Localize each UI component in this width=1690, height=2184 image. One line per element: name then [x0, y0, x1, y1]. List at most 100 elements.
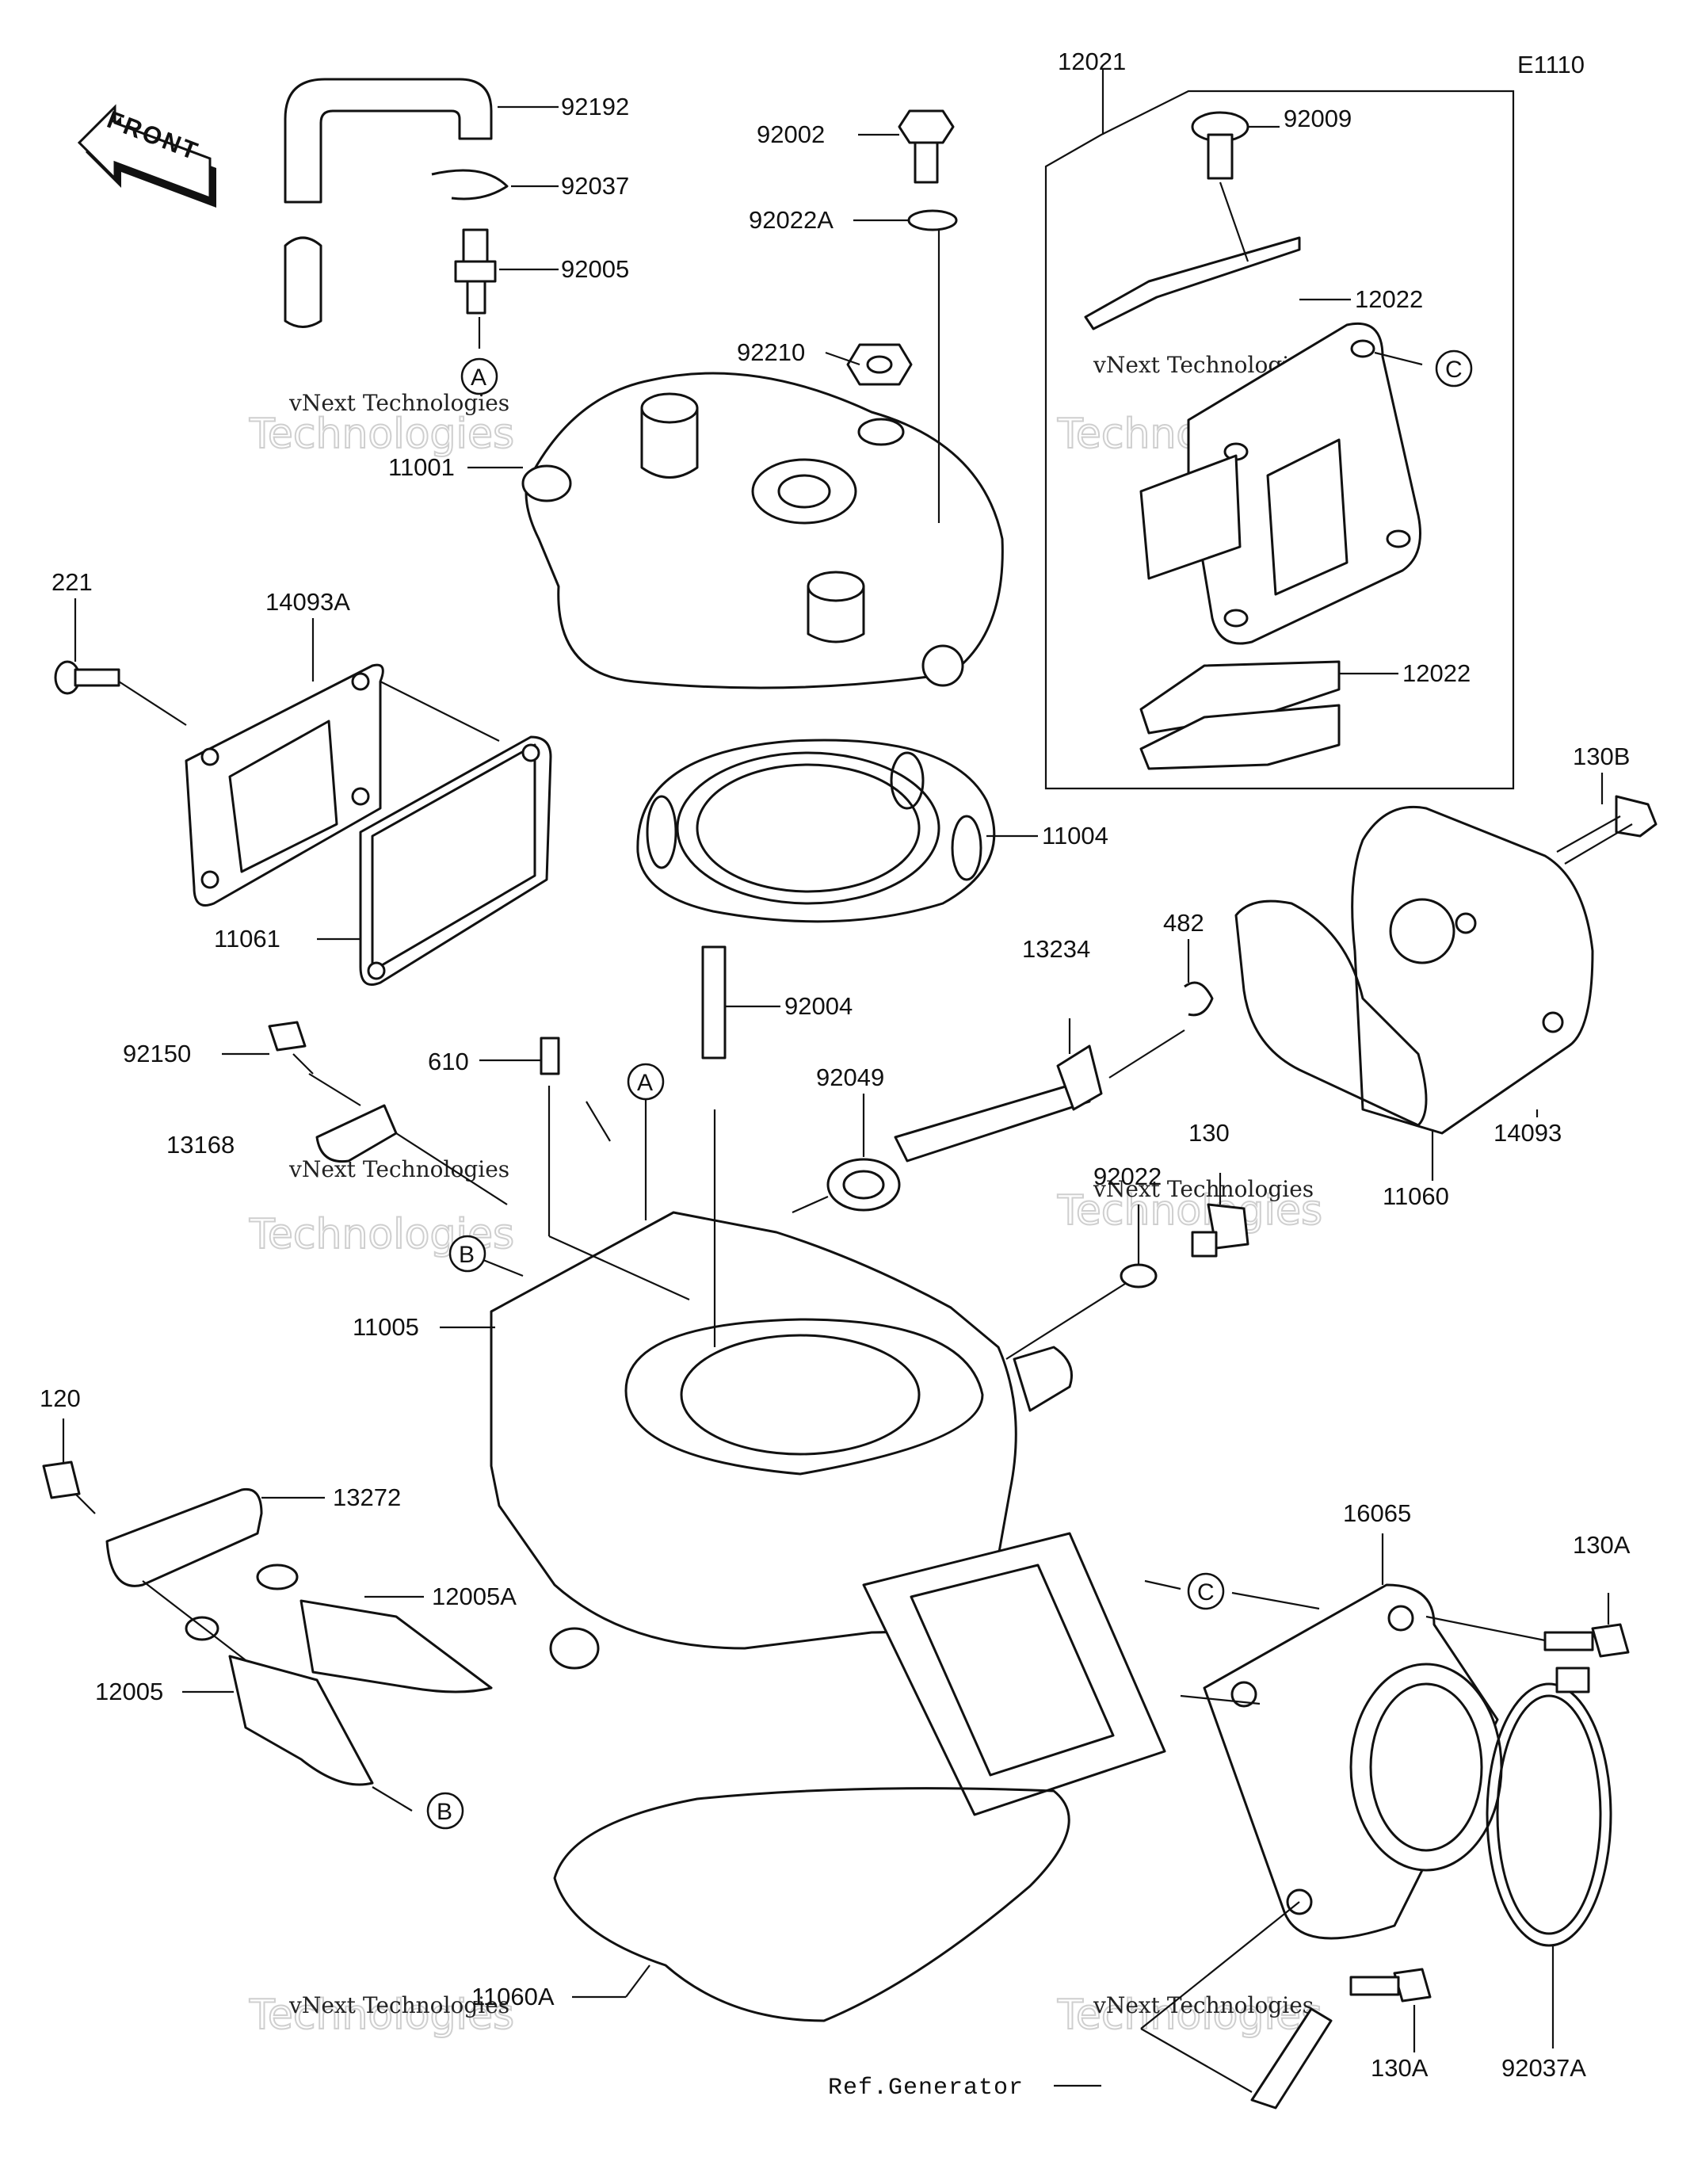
generator-part: [1250, 2007, 1333, 2110]
label-11004: 11004: [1042, 822, 1108, 850]
screw-92009: [1191, 111, 1249, 180]
label-92009: 92009: [1284, 105, 1352, 132]
shaft-13234: [894, 1044, 1103, 1163]
screw-120: [42, 1460, 96, 1514]
label-11060A: 11060A: [471, 1983, 555, 2010]
svg-text:C: C: [1445, 357, 1463, 383]
bolt-130B: [1556, 795, 1658, 865]
seal-92049: [826, 1158, 901, 1212]
washer-92022: [1120, 1263, 1158, 1289]
reed-12022-top: [1084, 236, 1301, 330]
nut-92210: [846, 343, 913, 386]
label-11001: 11001: [388, 453, 455, 481]
label-ref-generator: Ref.Generator: [828, 2075, 1024, 2102]
reed-12022-bottom: [1139, 660, 1341, 770]
label-13272: 13272: [333, 1483, 401, 1511]
washer-92022A: [907, 209, 958, 231]
label-92004: 92004: [784, 992, 853, 1020]
label-120: 120: [40, 1384, 81, 1412]
label-130: 130: [1188, 1119, 1230, 1147]
lever-13168: [315, 1104, 398, 1163]
svg-text:C: C: [1197, 1579, 1215, 1606]
gasket-11061: [359, 735, 552, 986]
hose-92192: [284, 78, 493, 328]
screw-221: [54, 660, 120, 695]
watermark-group: Technologies vNext Technologies Technolo…: [248, 352, 1323, 2040]
cover-14093: [1351, 805, 1594, 1135]
label-92005: 92005: [561, 255, 629, 283]
label-130A-top: 130A: [1573, 1531, 1631, 1559]
fitting-92005: [454, 228, 497, 315]
leader-lines: [62, 70, 1610, 2093]
stud-92004: [701, 945, 727, 1060]
label-92210: 92210: [737, 338, 805, 366]
ref-marker-c-mid: C: [1187, 1572, 1225, 1610]
watermark-small: vNext Technologies: [1093, 1992, 1314, 2018]
bolt-130A-top: [1543, 1623, 1630, 1658]
label-11060: 11060: [1383, 1182, 1449, 1210]
plate-13272: [105, 1487, 263, 1587]
label-12022-top: 12022: [1355, 285, 1423, 313]
bolt-130A-bottom: [1349, 1968, 1432, 2003]
watermark-big: Technologies: [1057, 1991, 1322, 2039]
label-12022-bottom: 12022: [1402, 659, 1471, 687]
label-92002: 92002: [757, 120, 825, 148]
watermark-small: vNext Technologies: [288, 1992, 509, 2018]
watermark-big: Technologies: [249, 1991, 514, 2039]
label-221: 221: [52, 568, 93, 596]
screw-92150: [268, 1021, 314, 1075]
label-92049: 92049: [816, 1063, 884, 1091]
label-16065: 16065: [1343, 1499, 1411, 1527]
gasket-11060: [1234, 899, 1428, 1127]
ref-marker-c-top: C: [1435, 349, 1473, 388]
kit-outline: [1044, 90, 1515, 790]
label-11005: 11005: [353, 1313, 419, 1341]
label-12021: 12021: [1058, 48, 1126, 75]
clamp-92037A: [1486, 1667, 1612, 1947]
svg-text:B: B: [437, 1799, 452, 1825]
label-14093A: 14093A: [265, 588, 350, 616]
label-12005: 12005: [95, 1678, 163, 1705]
cover-14093A: [185, 663, 384, 907]
label-12005A: 12005A: [432, 1583, 517, 1610]
label-92037A: 92037A: [1501, 2054, 1586, 2082]
head-gasket-11004: [636, 739, 996, 923]
label-92192: 92192: [561, 93, 629, 120]
valve-12005: [185, 1616, 374, 1786]
bolt-130: [1191, 1203, 1249, 1258]
label-11061: 11061: [214, 925, 280, 953]
valve-12005A: [256, 1564, 493, 1693]
intake-16065: [1203, 1583, 1503, 1940]
label-13234: 13234: [1022, 935, 1090, 963]
label-610: 610: [428, 1048, 469, 1075]
diagram-code: E1110: [1517, 51, 1585, 78]
label-92150: 92150: [123, 1040, 191, 1067]
label-130A-bottom: 130A: [1371, 2054, 1429, 2082]
watermark-big: Technologies: [249, 410, 514, 458]
label-14093: 14093: [1494, 1119, 1562, 1147]
label-13168: 13168: [166, 1131, 235, 1159]
svg-text:A: A: [471, 365, 486, 391]
label-482: 482: [1163, 909, 1204, 937]
label-92022: 92022: [1093, 1163, 1162, 1190]
clip-482: [1184, 981, 1214, 1017]
svg-text:B: B: [459, 1242, 475, 1268]
watermark-small: vNext Technologies: [288, 390, 509, 416]
bolt-92002: [898, 109, 955, 184]
ref-marker-b-bottom: B: [426, 1792, 464, 1830]
reed-block-12021: [1139, 322, 1421, 645]
watermark-big: Technologies: [1057, 1187, 1322, 1235]
label-130B: 130B: [1573, 743, 1630, 770]
cylinder-head-11001: [521, 372, 1004, 689]
clip-92037: [431, 169, 509, 200]
svg-text:A: A: [637, 1070, 653, 1096]
ref-marker-a-mid: A: [627, 1063, 665, 1101]
pin-610: [540, 1037, 560, 1075]
ref-marker-a-top: A: [460, 357, 498, 395]
ref-marker-b-mid: B: [448, 1235, 486, 1273]
cylinder-11005: [490, 1211, 1166, 2022]
watermark-small: vNext Technologies: [288, 1156, 509, 1182]
watermark-small: vNext Technologies: [1093, 1176, 1314, 1202]
front-arrow-icon: FRONT: [77, 104, 216, 208]
